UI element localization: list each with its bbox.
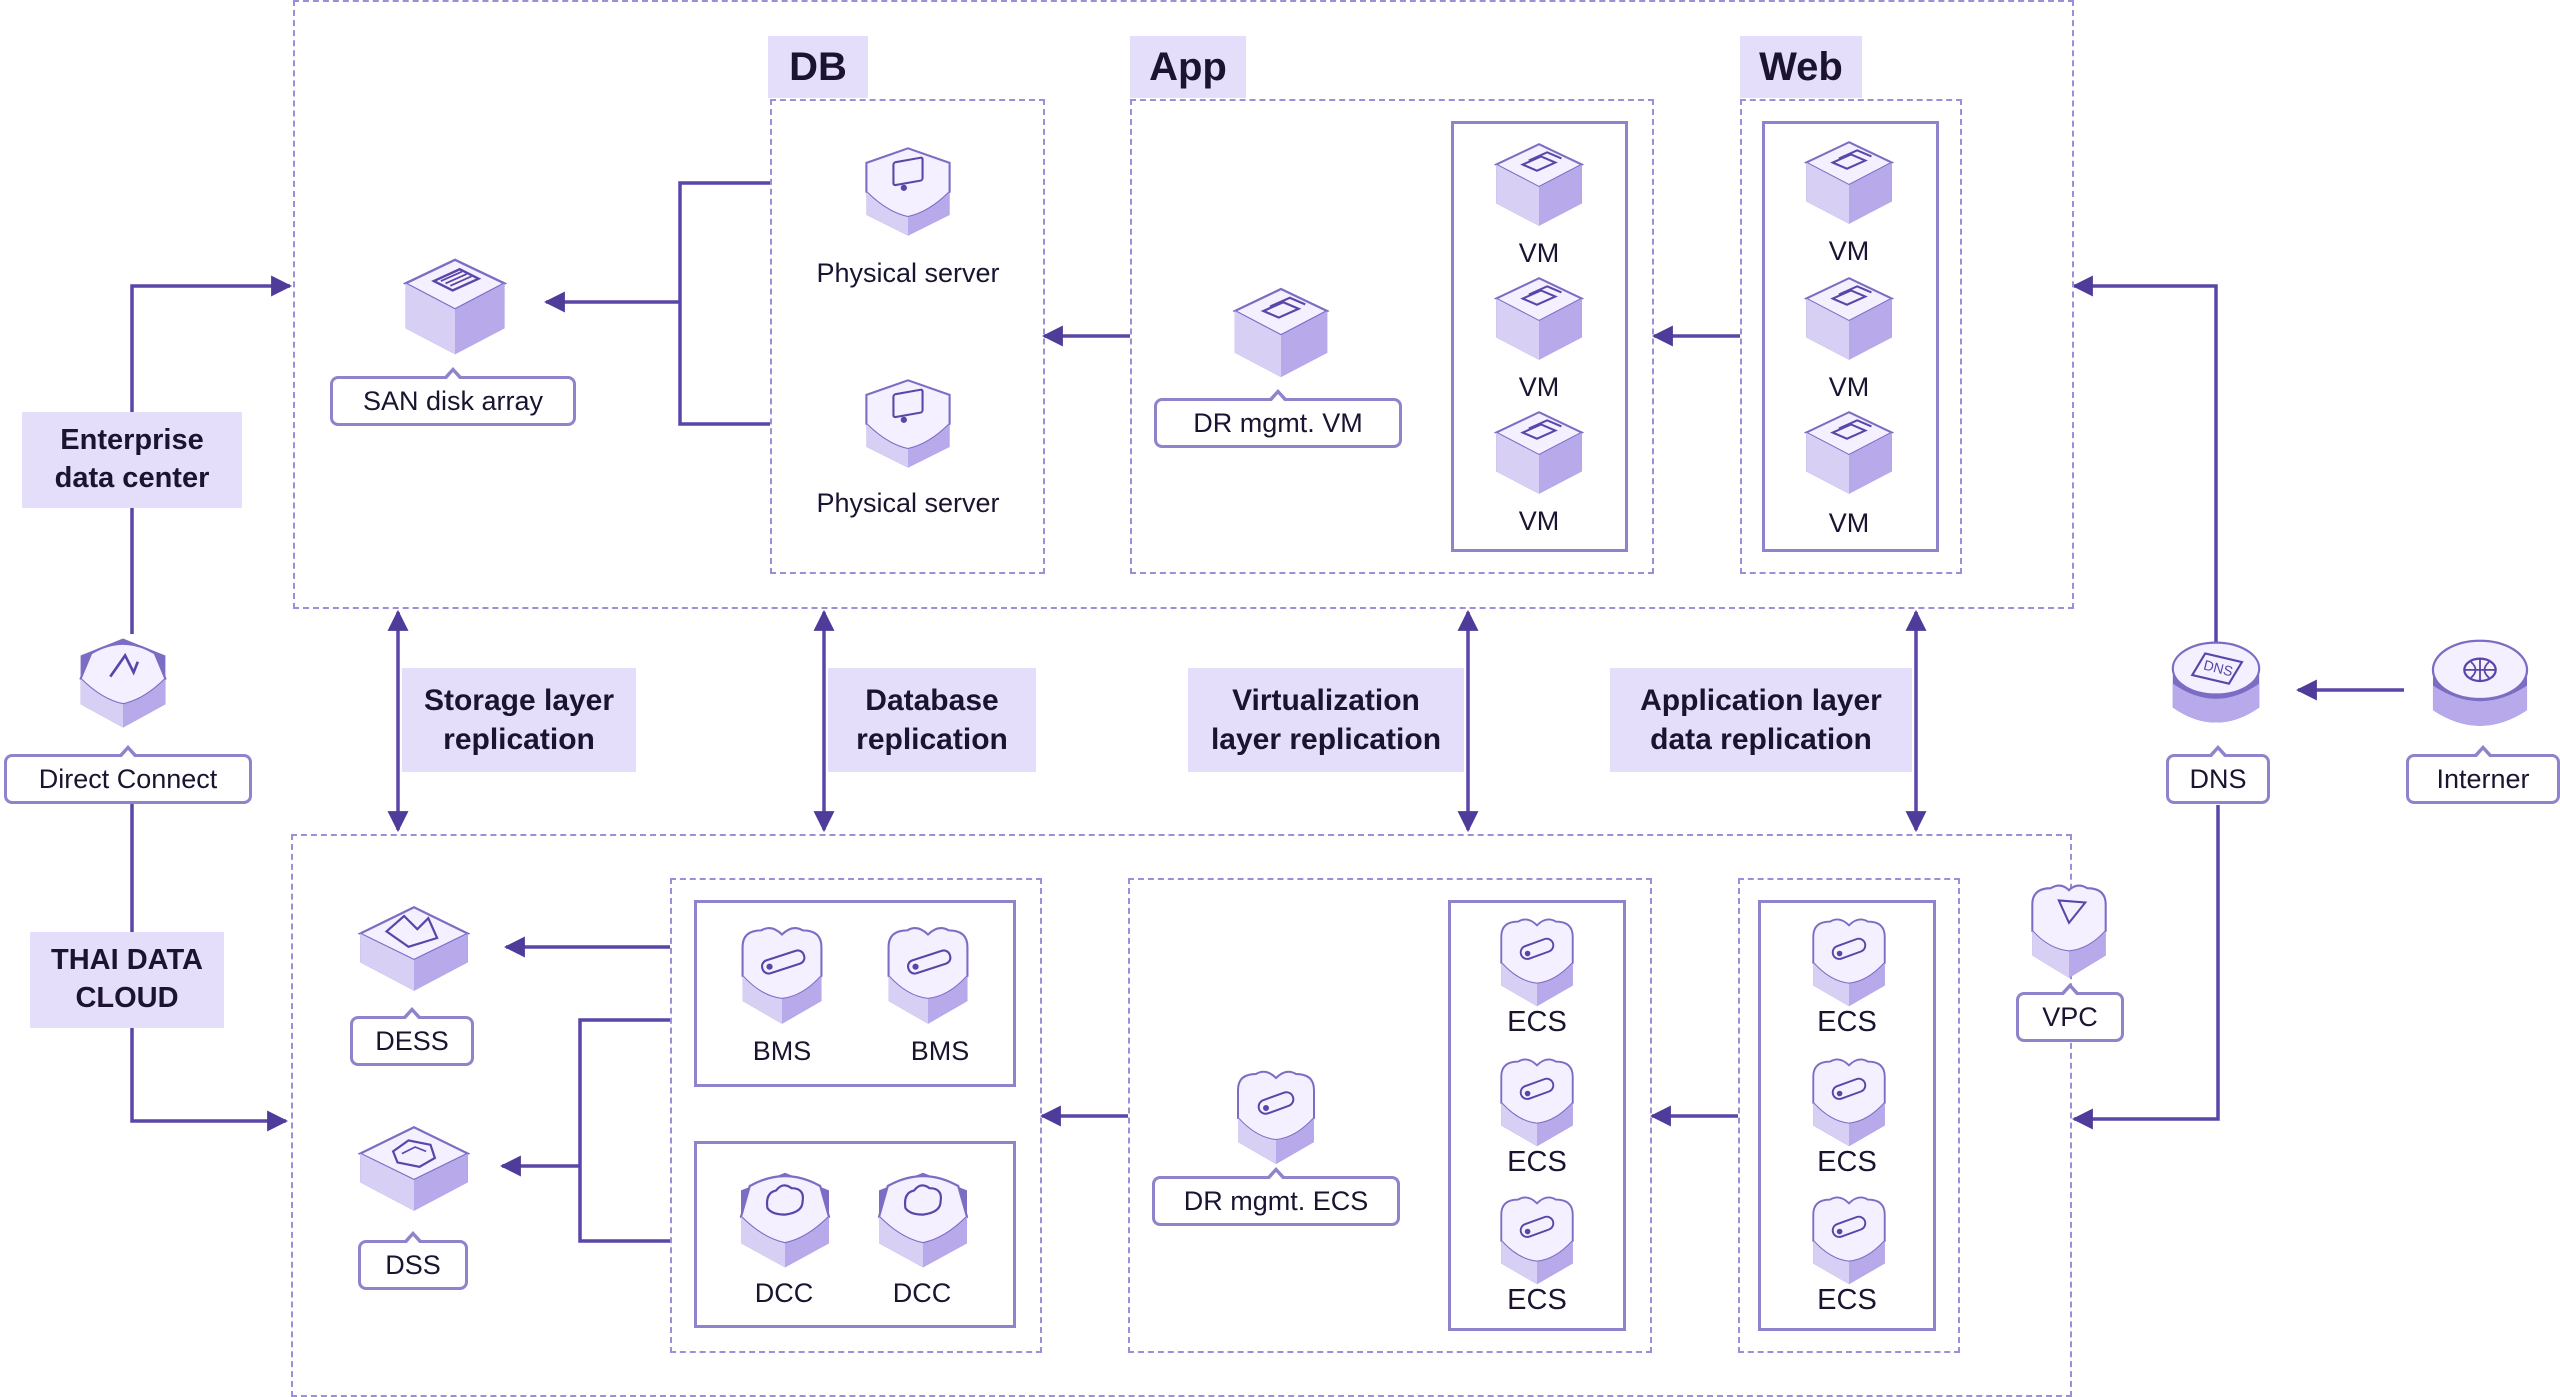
tier-header-db: DB bbox=[768, 36, 868, 98]
tier-header-app: App bbox=[1130, 36, 1246, 98]
web-vm-1-icon bbox=[1803, 141, 1895, 224]
web-vm-3-icon bbox=[1803, 411, 1895, 494]
physical-server-1-label: Physical server bbox=[816, 258, 1000, 288]
app-tier-box bbox=[1130, 99, 1654, 574]
web-ecs-group bbox=[1758, 900, 1936, 1331]
app-vm-2-label: VM bbox=[1518, 372, 1560, 402]
app-vm-2-icon bbox=[1493, 277, 1585, 360]
dcc-2-label: DCC bbox=[892, 1278, 952, 1308]
dc-to-enterprise-arrow bbox=[130, 275, 293, 634]
web-vm-3-label: VM bbox=[1828, 508, 1870, 538]
dc-to-cloud-arrow bbox=[130, 802, 289, 1132]
direct-connect-label: Direct Connect bbox=[4, 745, 252, 804]
physical-server-2-icon bbox=[865, 379, 951, 468]
web-vm-group bbox=[1762, 121, 1939, 552]
dns-icon-glyph: DNS bbox=[2202, 657, 2235, 680]
app-vm-3-label: VM bbox=[1518, 506, 1560, 536]
virtualization-replication-label: Virtualization layer replication bbox=[1188, 668, 1464, 772]
app-ecs-3-label: ECS bbox=[1507, 1284, 1567, 1316]
app-ecs-1-icon bbox=[1500, 918, 1574, 1007]
san-disk-array-icon bbox=[402, 258, 508, 355]
dr-mgmt-vm-icon bbox=[1232, 287, 1330, 377]
database-replication-label: Database replication bbox=[828, 668, 1036, 772]
thai-data-cloud-zone bbox=[291, 834, 2072, 1397]
app-ecs-3-icon bbox=[1500, 1196, 1574, 1285]
app-vm-3-icon bbox=[1493, 411, 1585, 494]
web-ecs-1-icon bbox=[1812, 918, 1886, 1007]
internet-label: Interner bbox=[2406, 745, 2560, 804]
app-ecs-1-label: ECS bbox=[1507, 1006, 1567, 1038]
dss-label: DSS bbox=[358, 1231, 468, 1290]
dess-icon bbox=[357, 905, 471, 991]
compute-to-dss-bracket bbox=[578, 1018, 670, 1243]
tier-header-web: Web bbox=[1740, 36, 1862, 98]
dr-mgmt-ecs-label: DR mgmt. ECS bbox=[1152, 1167, 1400, 1226]
web-vm-2-label: VM bbox=[1828, 372, 1870, 402]
web-ecs-1-label: ECS bbox=[1817, 1006, 1877, 1038]
storage-replication-label: Storage layer replication bbox=[402, 668, 636, 772]
app-vm-group bbox=[1451, 121, 1628, 552]
dns-to-cloud-arrow bbox=[2071, 805, 2220, 1130]
cloud-db-box bbox=[670, 878, 1042, 1353]
bms-1-icon bbox=[741, 927, 823, 1024]
app-vm-1-label: VM bbox=[1518, 238, 1560, 268]
bms-2-icon bbox=[887, 927, 969, 1024]
dcc-1-label: DCC bbox=[754, 1278, 814, 1308]
bms-group bbox=[694, 900, 1016, 1087]
web-ecs-2-icon bbox=[1812, 1058, 1886, 1147]
cloud-app-box bbox=[1128, 878, 1652, 1353]
app-ecs-2-icon bbox=[1500, 1058, 1574, 1147]
bms-1-label: BMS bbox=[752, 1036, 812, 1066]
vpc-icon bbox=[2031, 884, 2107, 978]
enterprise-data-center-zone bbox=[293, 0, 2074, 609]
bms-2-label: BMS bbox=[910, 1036, 970, 1066]
dns-icon: DNS bbox=[2171, 641, 2261, 723]
direct-connect-icon bbox=[79, 638, 167, 728]
dns-label: DNS bbox=[2166, 745, 2270, 804]
app-ecs-2-label: ECS bbox=[1507, 1146, 1567, 1178]
dr-mgmt-vm-label: DR mgmt. VM bbox=[1154, 389, 1402, 448]
physical-server-1-icon bbox=[865, 147, 951, 236]
web-vm-2-icon bbox=[1803, 277, 1895, 360]
web-ecs-3-label: ECS bbox=[1817, 1284, 1877, 1316]
enterprise-data-center-label: Enterprise data center bbox=[22, 412, 242, 508]
application-replication-label: Application layer data replication bbox=[1610, 668, 1912, 772]
web-ecs-2-label: ECS bbox=[1817, 1146, 1877, 1178]
db-tier-box bbox=[770, 99, 1045, 574]
app-ecs-group bbox=[1448, 900, 1626, 1331]
cloud-web-box bbox=[1738, 878, 1960, 1353]
dcc-1-icon bbox=[739, 1172, 831, 1268]
web-vm-1-label: VM bbox=[1828, 236, 1870, 266]
dcc-group bbox=[694, 1141, 1016, 1328]
app-vm-1-icon bbox=[1493, 143, 1585, 226]
physical-server-2-label: Physical server bbox=[816, 488, 1000, 518]
dess-label: DESS bbox=[350, 1007, 474, 1066]
dns-to-enterprise-arrow bbox=[2071, 275, 2218, 643]
web-ecs-3-icon bbox=[1812, 1196, 1886, 1285]
dss-icon bbox=[357, 1125, 471, 1211]
san-disk-array-label: SAN disk array bbox=[330, 367, 576, 426]
thai-data-cloud-label: THAI DATA CLOUD bbox=[30, 932, 224, 1028]
internet-icon bbox=[2431, 639, 2529, 726]
vpc-label: VPC bbox=[2016, 983, 2124, 1042]
dcc-2-icon bbox=[877, 1172, 969, 1268]
dr-mgmt-ecs-icon bbox=[1237, 1070, 1315, 1164]
web-tier-box bbox=[1740, 99, 1962, 574]
